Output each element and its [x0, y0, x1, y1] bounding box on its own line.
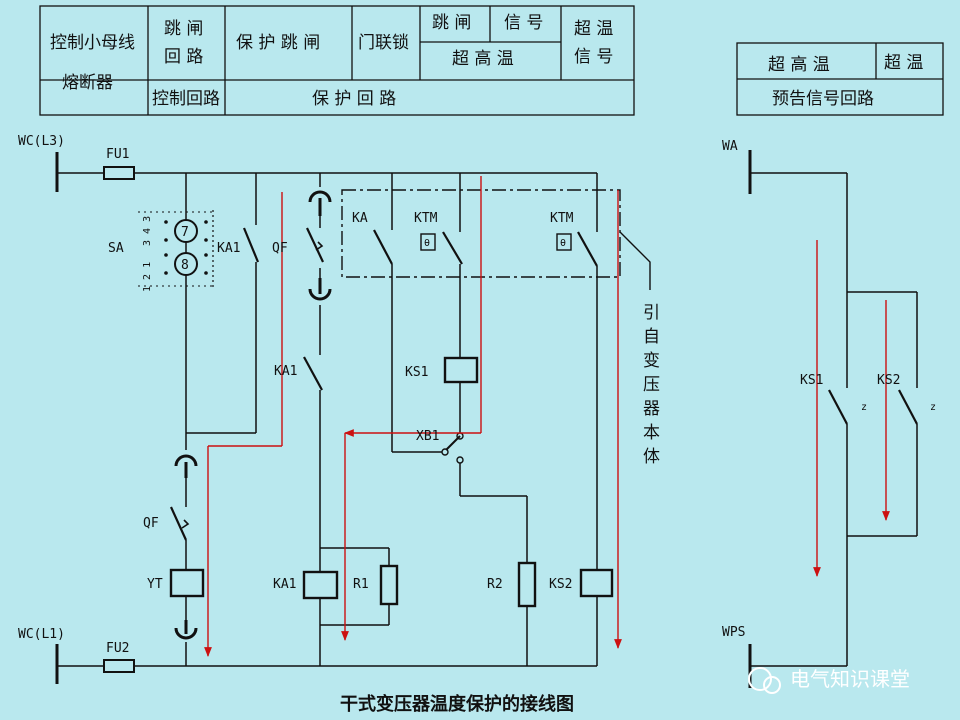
label-ka: KA: [352, 211, 368, 226]
from-transformer-char: 器: [643, 399, 660, 419]
label-ks1-coil: KS1: [405, 365, 428, 380]
coil-ks2: [579, 568, 614, 598]
ktm-thermal-box-a: [420, 233, 436, 251]
label-ks2-coil: KS2: [549, 577, 572, 592]
fuse-fu1: [103, 166, 135, 180]
label-fu1: FU1: [106, 147, 129, 162]
label-r2: R2: [487, 577, 503, 592]
contact-qf-top: [306, 227, 324, 263]
label-sa: SA: [108, 241, 124, 256]
trip-circuit-label-2: 回 路: [164, 47, 203, 67]
ktm-thermal-box-b: [556, 233, 572, 251]
contact-qf-bottom: [169, 506, 188, 541]
sa-position-7: 7: [181, 225, 189, 240]
resistor-r2: [517, 561, 537, 608]
fuse-label-2: 熔断器: [62, 73, 113, 93]
coil-ka1: [302, 570, 339, 600]
left-circuit-wiring: [55, 152, 598, 684]
label-fu2: FU2: [106, 641, 129, 656]
contact-ks1: [828, 389, 848, 425]
warning-circuit-wiring: [748, 150, 918, 688]
label-wc-l1: WC(L1): [18, 627, 65, 642]
coil-yt: [169, 568, 205, 598]
fuse-fu2: [103, 659, 135, 673]
label-wa: WA: [722, 139, 738, 154]
signal-contacts: [828, 389, 918, 425]
sa-selector-switch: 7 8 3 4 3 1 2 1: [142, 216, 208, 292]
signal-flow-arrows: [813, 240, 890, 577]
right-header-table: [736, 42, 944, 116]
from-transformer-char: 引: [643, 303, 660, 323]
label-wps: WPS: [722, 625, 745, 640]
label-z-ks2: z: [930, 402, 936, 413]
label-ks2-contact: KS2: [877, 373, 900, 388]
contact-ka: [373, 229, 393, 265]
label-xb1: XB1: [416, 429, 439, 444]
from-transformer-char: 自: [643, 327, 660, 347]
watermark: 电气知识课堂: [748, 667, 910, 694]
theta-a: θ: [424, 238, 430, 249]
current-flow-arrows: [204, 176, 622, 657]
from-transformer-char: 体: [643, 447, 660, 467]
warning-circuit-label: 预告信号回路: [772, 89, 874, 109]
coil-ks1: [443, 356, 479, 384]
label-wc-l3: WC(L3): [18, 134, 65, 149]
label-ka1-top: KA1: [217, 241, 240, 256]
plug-connectors: [174, 190, 332, 640]
label-qf-bottom: QF: [143, 516, 159, 531]
door-interlock-label: 门联锁: [358, 33, 409, 53]
contact-ktm-b: [577, 231, 598, 267]
sa-contacts-bottom: 1 2 1: [142, 262, 153, 292]
label-ka1-mid: KA1: [274, 364, 297, 379]
label-yt: YT: [147, 577, 163, 592]
contact-ka1-top: [242, 227, 260, 263]
from-transformer-label: 引 自 变 压 器 本 体: [643, 303, 660, 467]
qf-latch-mark-2: [181, 519, 190, 529]
resistor-r1: [379, 564, 399, 606]
diagram-caption: 干式变压器温度保护的接线图: [340, 693, 574, 715]
protection-trip-label: 保 护 跳 闸: [236, 33, 320, 53]
label-z-ks1: z: [861, 402, 867, 413]
label-ktm-a: KTM: [414, 211, 438, 226]
overtemp-label-1: 超 温: [574, 19, 613, 39]
contact-ka1-mid: [303, 356, 323, 391]
left-header-text: 控制小母线 熔断器 跳 闸 回 路 控制回路 保 护 跳 闸 门联锁 跳 闸 信…: [50, 13, 613, 109]
label-ks1-contact: KS1: [800, 373, 823, 388]
overtemp-label-2: 信 号: [574, 47, 613, 67]
left-header-table: [39, 5, 635, 116]
trip-label: 跳 闸: [432, 13, 471, 33]
right-overtemp-high-label: 超 高 温: [768, 55, 830, 75]
switch-contacts: [169, 227, 598, 541]
from-transformer-char: 变: [643, 351, 660, 371]
contact-ktm-a: [442, 231, 463, 265]
label-qf-top: QF: [272, 241, 288, 256]
component-labels: WC(L3) WC(L1) FU1 FU2 SA KA1 QF KA KTM K…: [18, 134, 936, 656]
signal-label: 信 号: [504, 13, 543, 33]
fuse-label-1: 控制小母线: [50, 33, 135, 53]
qf-latch-mark: [315, 241, 324, 251]
sa-contacts-top: 3 4 3: [142, 216, 153, 246]
xb1-link: [441, 432, 464, 464]
sa-position-8: 8: [181, 258, 189, 273]
control-circuit-label: 控制回路: [152, 89, 220, 109]
overtemp-high-label: 超 高 温: [452, 49, 514, 69]
theta-b: θ: [560, 238, 566, 249]
from-transformer-char: 压: [643, 375, 660, 395]
watermark-text: 电气知识课堂: [790, 667, 910, 691]
leader-line: [619, 231, 651, 290]
contact-ks2: [898, 389, 918, 425]
protection-circuit-label: 保 护 回 路: [312, 89, 396, 109]
trip-circuit-label-1: 跳 闸: [164, 19, 203, 39]
right-overtemp-label: 超 温: [884, 53, 923, 73]
label-ktm-b: KTM: [550, 211, 574, 226]
label-r1: R1: [353, 577, 369, 592]
from-transformer-char: 本: [643, 423, 660, 443]
label-ka1-coil: KA1: [273, 577, 296, 592]
